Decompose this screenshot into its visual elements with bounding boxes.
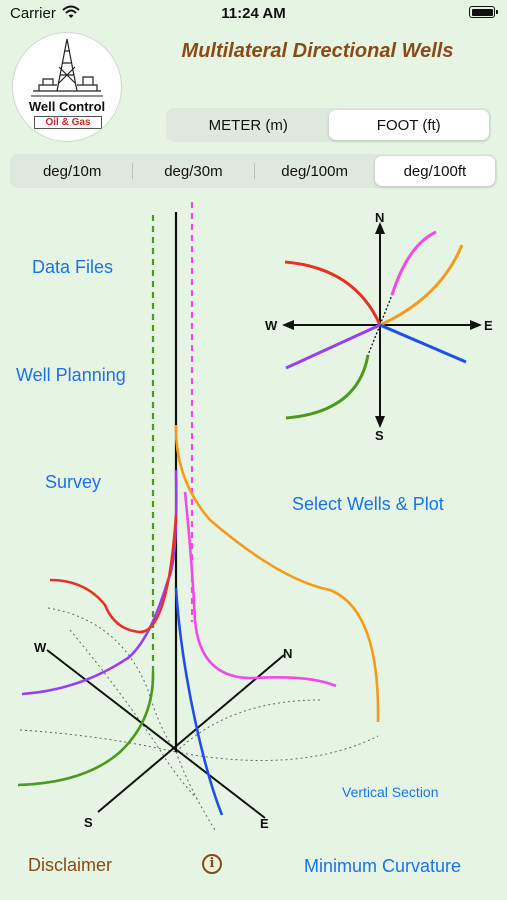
compass-label-s: S <box>375 428 384 443</box>
disclaimer-link[interactable]: Disclaimer <box>28 855 113 875</box>
vertical-section-link[interactable]: Vertical Section <box>342 784 439 800</box>
info-icon[interactable]: i <box>202 854 222 874</box>
select-wells-plot-link[interactable]: Select Wells & Plot <box>292 494 444 514</box>
carrier-label: Carrier <box>10 5 56 22</box>
rate-option-deg-10m[interactable]: deg/10m <box>42 162 102 180</box>
status-time: 11:24 AM <box>221 5 286 22</box>
survey-link[interactable]: Survey <box>45 472 102 492</box>
rate-option-deg-30m[interactable]: deg/30m <box>164 162 223 180</box>
unit-option-meter[interactable]: METER (m) <box>208 116 288 134</box>
plot-label-n: N <box>283 646 292 661</box>
compass-arrow-s <box>375 416 385 428</box>
dogleg-unit-segmented-control: deg/10m deg/30m deg/100m deg/100ft <box>10 154 497 188</box>
compass-curve-blue <box>379 323 467 364</box>
segment-divider <box>132 163 134 179</box>
s-n-axis <box>97 654 285 813</box>
projection-curve <box>175 735 379 761</box>
plot-label-w: W <box>34 640 47 655</box>
compass-arrow-e <box>470 320 482 330</box>
logo-subtitle: Oil & Gas <box>34 116 102 129</box>
wifi-icon <box>62 5 80 18</box>
segment-divider <box>253 163 255 179</box>
page-title: Multilateral Directional Wells <box>181 40 454 62</box>
well-3d-plot: W N S E <box>17 202 380 831</box>
compass-label-w: W <box>265 318 278 333</box>
lateral-magenta <box>183 491 337 688</box>
compass-rose: N S W E <box>265 210 493 443</box>
minimum-curvature-link[interactable]: Minimum Curvature <box>304 856 462 876</box>
rate-option-deg-100m[interactable]: deg/100m <box>281 162 348 180</box>
projection-curve <box>175 699 321 753</box>
rate-option-deg-100ft[interactable]: deg/100ft <box>374 156 495 186</box>
compass-curve-orange <box>379 244 464 327</box>
unit-option-foot[interactable]: FOOT (ft) <box>328 110 489 140</box>
unit-segmented-control: METER (m) FOOT (ft) <box>166 108 491 142</box>
data-files-link[interactable]: Data Files <box>32 257 114 277</box>
lateral-red <box>49 514 178 634</box>
compass-arrow-w <box>282 320 294 330</box>
projection-curve <box>19 729 177 753</box>
compass-curve-red <box>284 260 382 326</box>
compass-dotted-ne <box>379 294 393 326</box>
lateral-green <box>17 671 155 787</box>
logo-title: Well Control <box>28 99 106 114</box>
lateral-orange <box>174 424 380 723</box>
compass-label-e: E <box>484 318 493 333</box>
status-bar: Carrier 11:24 AM <box>0 0 507 28</box>
compass-arrow-n <box>375 222 385 234</box>
w-e-axis <box>46 649 266 819</box>
plot-label-s: S <box>84 815 93 830</box>
well-planning-link[interactable]: Well Planning <box>16 365 126 385</box>
plot-label-e: E <box>260 816 269 831</box>
projection-curve <box>47 607 177 753</box>
battery-icon <box>469 6 498 18</box>
compass-dotted-sw <box>367 324 381 356</box>
compass-curve-green <box>285 354 370 420</box>
projection-curve <box>69 629 199 801</box>
lateral-blue <box>174 587 224 816</box>
app-logo: Well Control Oil & Gas <box>12 32 122 142</box>
compass-label-n: N <box>375 210 384 225</box>
compass-curve-magenta <box>390 230 437 296</box>
drilling-rig-icon <box>31 38 103 97</box>
compass-curve-purple <box>285 323 381 370</box>
